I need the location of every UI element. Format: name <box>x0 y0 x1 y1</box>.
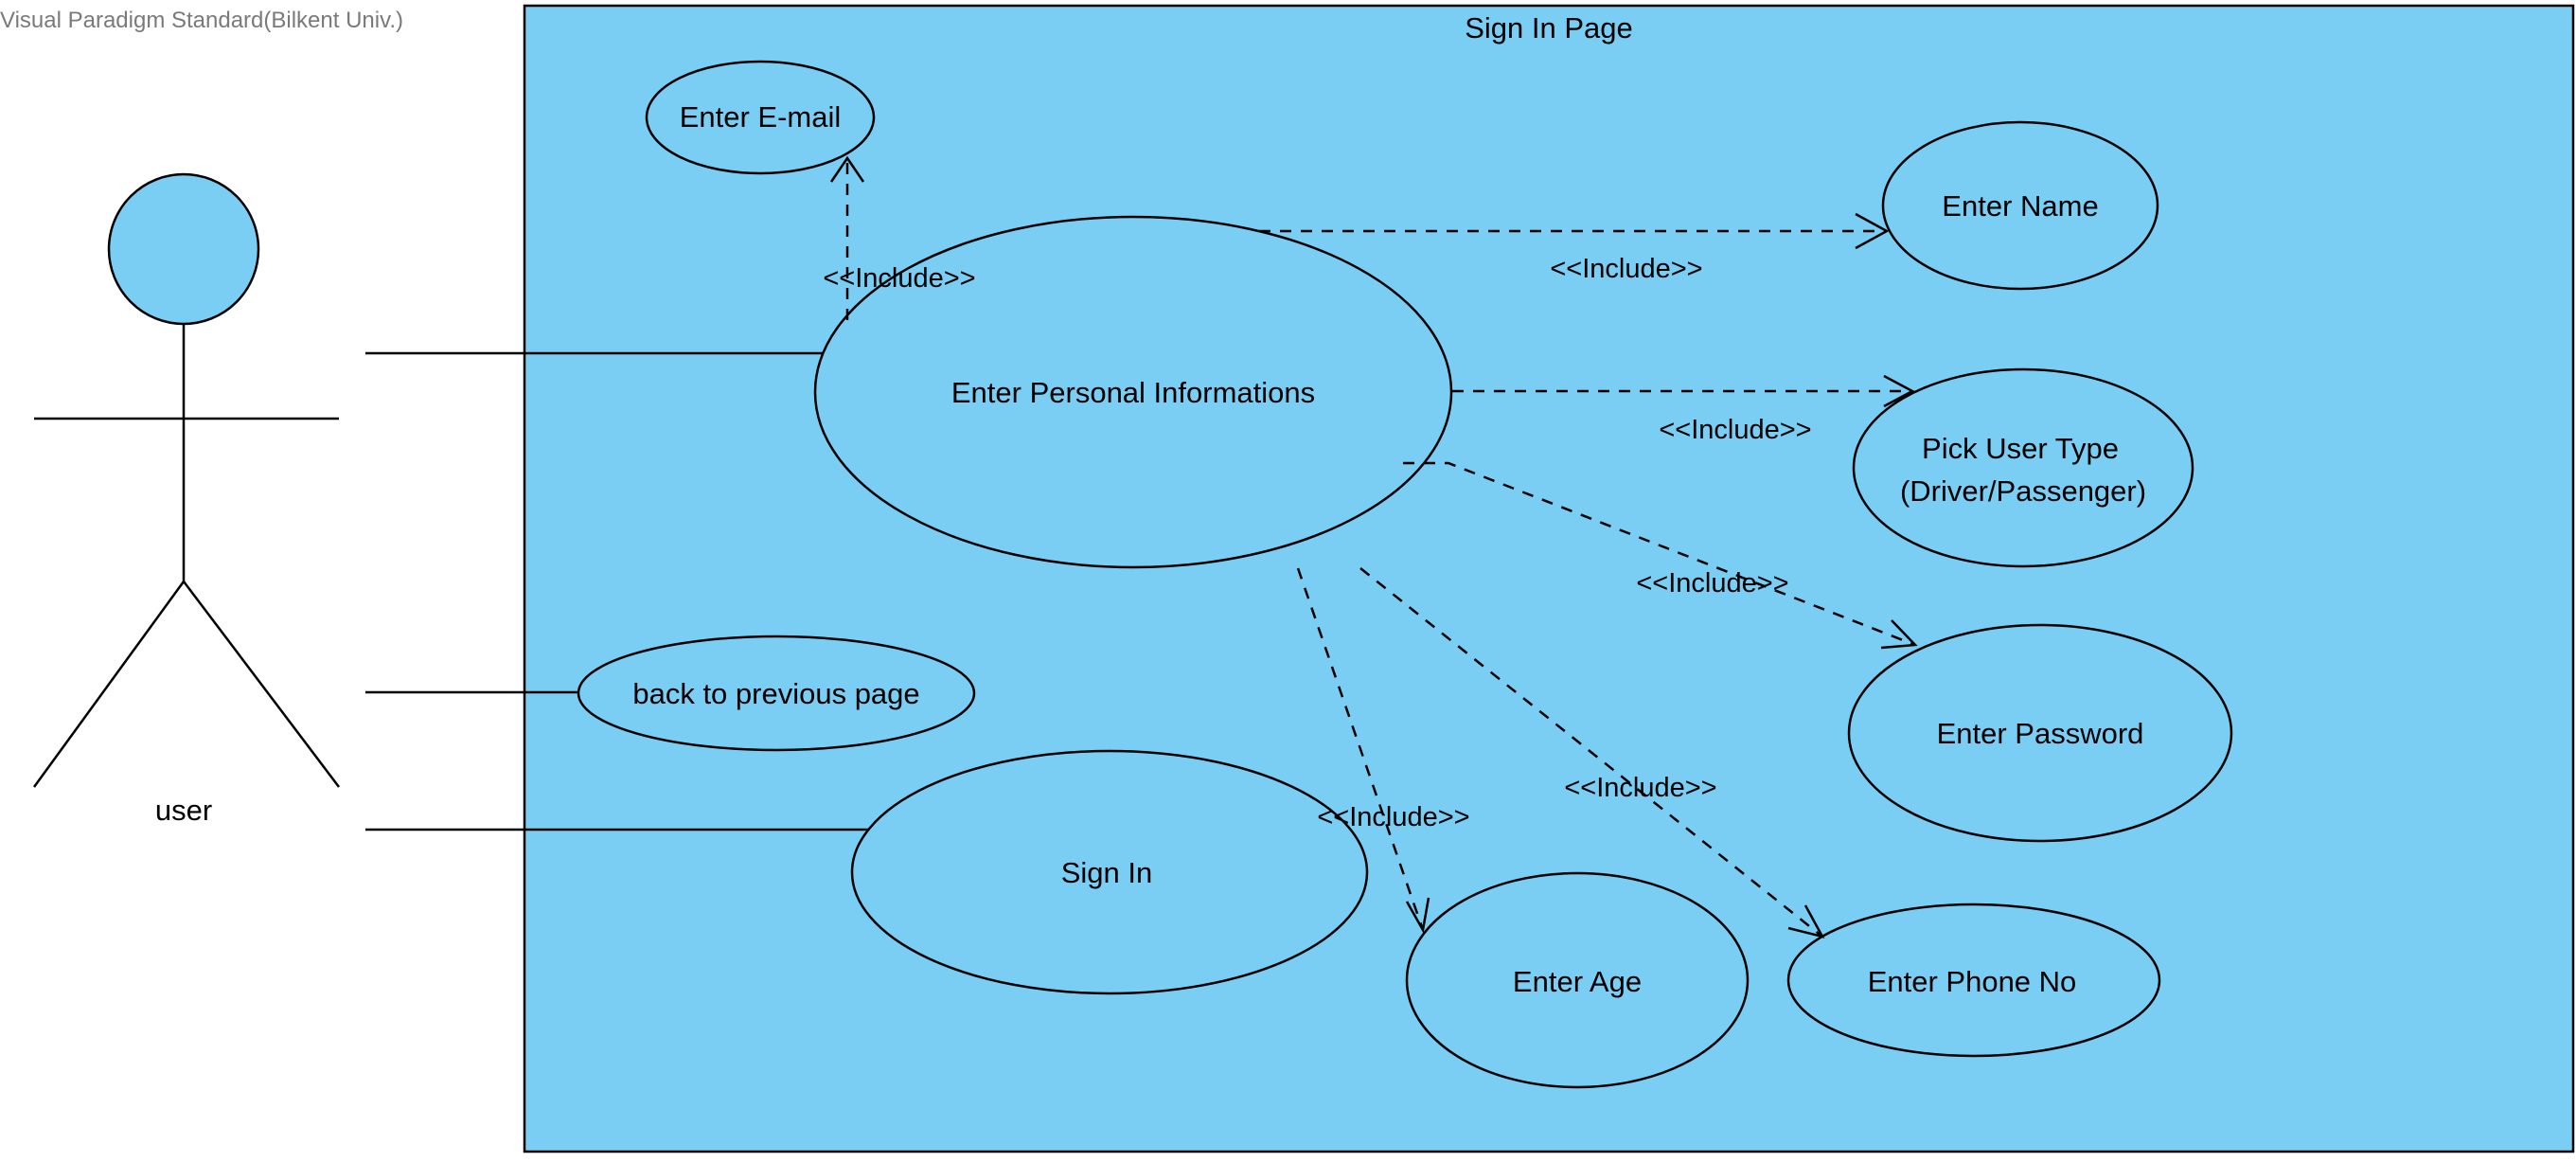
actor-user[interactable]: user <box>32 172 340 827</box>
use-case-label-line1: Pick User Type <box>1922 432 2119 465</box>
include-email[interactable] <box>829 155 865 320</box>
use-case-enter-phone[interactable]: Enter Phone No <box>1786 903 2161 1058</box>
use-case-label: Enter Name <box>1942 189 2098 223</box>
use-case-label: Enter Age <box>1513 965 1642 998</box>
watermark-text: Visual Paradigm Standard(Bilkent Univ.) <box>0 8 403 33</box>
actor-left-leg <box>32 581 186 788</box>
actor-label: user <box>155 794 212 827</box>
use-case-enter-personal-info[interactable]: Enter Personal Informations <box>813 215 1453 569</box>
include-label-user-type: <<Include>> <box>1659 415 1811 445</box>
use-case-enter-age[interactable]: Enter Age <box>1405 871 1750 1089</box>
include-label-password: <<Include>> <box>1636 568 1788 599</box>
include-label-age: <<Include>> <box>1317 802 1469 832</box>
use-case-label: Sign In <box>1061 856 1153 889</box>
use-case-label: back to previous page <box>632 677 919 710</box>
use-case-label: Enter Password <box>1937 717 2144 750</box>
use-case-label-line2: (Driver/Passenger) <box>1900 474 2146 508</box>
include-phone[interactable] <box>1359 567 1825 939</box>
system-title: Sign In Page <box>1465 11 1633 45</box>
actor-right-leg <box>183 581 340 788</box>
use-case-enter-password[interactable]: Enter Password <box>1847 623 2233 843</box>
use-case-sign-in[interactable]: Sign In <box>850 749 1369 995</box>
include-password[interactable] <box>1403 461 1918 650</box>
include-label-email: <<Include>> <box>823 263 975 294</box>
actor-head <box>107 172 260 326</box>
include-label-phone: <<Include>> <box>1564 773 1716 803</box>
use-case-label: Enter Phone No <box>1868 965 2077 998</box>
use-case-pick-user-type[interactable]: Pick User Type (Driver/Passenger) <box>1852 367 2194 568</box>
include-label-name: <<Include>> <box>1550 254 1702 284</box>
include-user-type[interactable] <box>1452 374 1915 408</box>
use-case-enter-email[interactable]: Enter E-mail <box>645 60 876 175</box>
use-case-label: Enter Personal Informations <box>951 376 1315 409</box>
use-case-label: Enter E-mail <box>680 100 842 134</box>
use-case-back-to-previous[interactable]: back to previous page <box>577 635 976 752</box>
include-name[interactable] <box>1259 212 1890 250</box>
use-case-enter-name[interactable]: Enter Name <box>1881 120 2159 291</box>
include-age[interactable] <box>1296 567 1430 934</box>
